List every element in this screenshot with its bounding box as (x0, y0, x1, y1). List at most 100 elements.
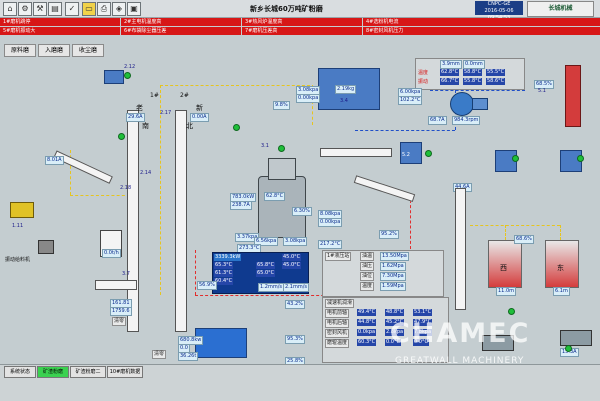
gearbox-cell: 48.8°C (385, 309, 405, 316)
product-pipe (560, 225, 561, 240)
valve-opening-1: 43.2% (285, 300, 305, 309)
bucket-elevator-old[interactable] (127, 110, 139, 332)
raw-hopper[interactable] (104, 70, 124, 84)
gearbox-row-label: 电机后轴 (325, 319, 350, 328)
mill-temperature: 62.8°C (264, 192, 286, 201)
folder-icon[interactable]: ▭ (82, 2, 96, 16)
gearbox-row-label: 磨辊温度 (325, 339, 350, 348)
hotstove-cell: 62.8°C (440, 69, 460, 76)
alarm-bar-2[interactable]: 2#主电机温度高 (121, 18, 241, 26)
hot-air-pipe (410, 200, 411, 295)
feed-pressure-2: 0.00kpa (296, 94, 321, 103)
mill-vibration-2: 2.1mm/s (283, 283, 309, 292)
tab-slag-mill-2[interactable]: 矿渣粉磨二 (70, 366, 106, 378)
hot-air-pipe (195, 295, 410, 296)
status-indicator (425, 150, 432, 157)
tag-1-11: 1.11 (12, 223, 24, 229)
fan-current: 68.7A (428, 116, 447, 125)
tab-system-status[interactable]: 系统状态 (4, 366, 36, 378)
tab-mill-data[interactable]: 10#磨机数据 (107, 366, 143, 378)
top-toolbar: ⌂ ⚙ ⚒ ▤ ✓ ▭ ⎙ ◈ ▣ (0, 0, 600, 18)
weigh-hopper-value: 0.0t/h (102, 249, 121, 258)
status-indicator (508, 308, 515, 315)
product-pipe (505, 225, 506, 240)
tab-dust-mill[interactable]: 收尘磨 (72, 44, 104, 57)
tab-feed-mill[interactable]: 入磨磨 (38, 44, 70, 57)
label-line-2: 2# (180, 92, 189, 99)
stove-temperature: 102.2°C (398, 96, 423, 105)
lube-station[interactable] (195, 328, 247, 358)
belt-current: 8.01A (45, 156, 64, 165)
alarm-bar-7[interactable]: 7#磨机压差高 (242, 27, 362, 35)
material-pipe (160, 85, 310, 86)
damper-opening: 68.5% (534, 80, 554, 89)
tab-slag-mill[interactable]: 矿渣粉磨 (37, 366, 69, 378)
mill-separator[interactable] (268, 158, 296, 180)
watermark-logo: CHAMEC (390, 318, 531, 349)
tag-3-1: 3.1 (261, 143, 269, 149)
home-icon[interactable]: ⌂ (3, 2, 17, 16)
gearbox-row-label: 电机前轴 (325, 309, 350, 318)
tag-2-14: 2.14 (140, 170, 152, 176)
print-icon[interactable]: ⎙ (97, 2, 111, 16)
fan-motor-icon[interactable] (472, 98, 488, 110)
label-west: 西 (500, 264, 507, 272)
status-indicator (233, 124, 240, 131)
tools-icon[interactable]: ⚒ (33, 2, 47, 16)
label-north: 北 (186, 122, 193, 130)
gearbox-cell: 44.8°C (357, 319, 377, 326)
screw-conveyor[interactable] (320, 148, 392, 157)
status-indicator (565, 345, 572, 352)
product-elevator[interactable] (455, 188, 466, 310)
motor-load: 56.9% (197, 281, 217, 290)
report-icon[interactable]: ▤ (48, 2, 62, 16)
gearbox-cell: 49.4°C (357, 309, 377, 316)
alarm-bar-3[interactable]: 3#热风炉温度高 (242, 18, 362, 26)
feeder-hopper[interactable] (38, 240, 54, 254)
weigh-belt[interactable] (95, 280, 137, 290)
product-bin-west[interactable] (488, 240, 522, 288)
gearbox-cell: 60.3°C (357, 339, 377, 346)
clear-button-2[interactable]: 清零 (152, 350, 167, 359)
dust-valve: 68.6% (514, 235, 534, 244)
motor-power: 3339.3kW (214, 254, 242, 261)
gearbox-row-label: 密封风机 (325, 329, 350, 338)
clear-button-1[interactable]: 清零 (112, 317, 127, 326)
hot-gas-valve: 95.2% (379, 230, 399, 239)
feed-silo-level: 2.19kg (335, 85, 357, 94)
status-indicator (118, 133, 125, 140)
trend-icon[interactable]: ✓ (65, 2, 79, 16)
alarm-bar-6[interactable]: 6#布袋除尘器压差 (121, 27, 241, 35)
settings-icon[interactable]: ⚙ (18, 2, 32, 16)
label-old: 老 (136, 104, 143, 112)
hot-air-pipe (195, 250, 196, 295)
tag-5-2: 5.2 (402, 152, 410, 158)
alarm-bar-4[interactable]: 4#选粉机电流 (363, 18, 600, 26)
gearbox-cell: 45.2°C (385, 319, 405, 326)
alarm-bar-1[interactable]: 1#磨机跳停 (0, 18, 120, 26)
label-line-1: 1# (150, 92, 159, 99)
dust-collector-1[interactable] (400, 142, 422, 164)
weigh-belt-total: 1759.6 (110, 307, 132, 316)
alarm-icon[interactable]: ◈ (112, 2, 126, 16)
hydraulic-row-label: 温度 (360, 282, 375, 291)
hydraulic-row-label: 油温 (360, 252, 375, 261)
bucket-elevator-new[interactable] (175, 110, 187, 332)
status-indicator (278, 145, 285, 152)
loader-icon[interactable] (10, 202, 34, 218)
exit-icon[interactable]: ▣ (127, 2, 141, 16)
hydraulic-value: 13.50Mpa (380, 252, 409, 261)
material-pipe (312, 85, 313, 125)
tag-2-18: 2.18 (120, 185, 132, 191)
gearbox-cell: 2.8kpa (385, 329, 405, 336)
alarm-bar-8[interactable]: 8#密封风机压力 (363, 27, 600, 35)
hotstove-header-2: 0.0mm (463, 60, 485, 69)
hot-gas-pressure-2: 0.00kpa (318, 218, 343, 227)
mill-current: 238.7A (230, 201, 252, 210)
mill-diff-pressure: 6.56kpa (254, 237, 279, 246)
alarm-bar-5[interactable]: 5#磨机振动大 (0, 27, 120, 35)
tag-3-7: 3.7 (122, 271, 130, 277)
main-fan-icon[interactable] (450, 92, 474, 116)
incline-conveyor[interactable] (353, 175, 416, 202)
tab-raw-mill[interactable]: 原料磨 (4, 44, 36, 57)
